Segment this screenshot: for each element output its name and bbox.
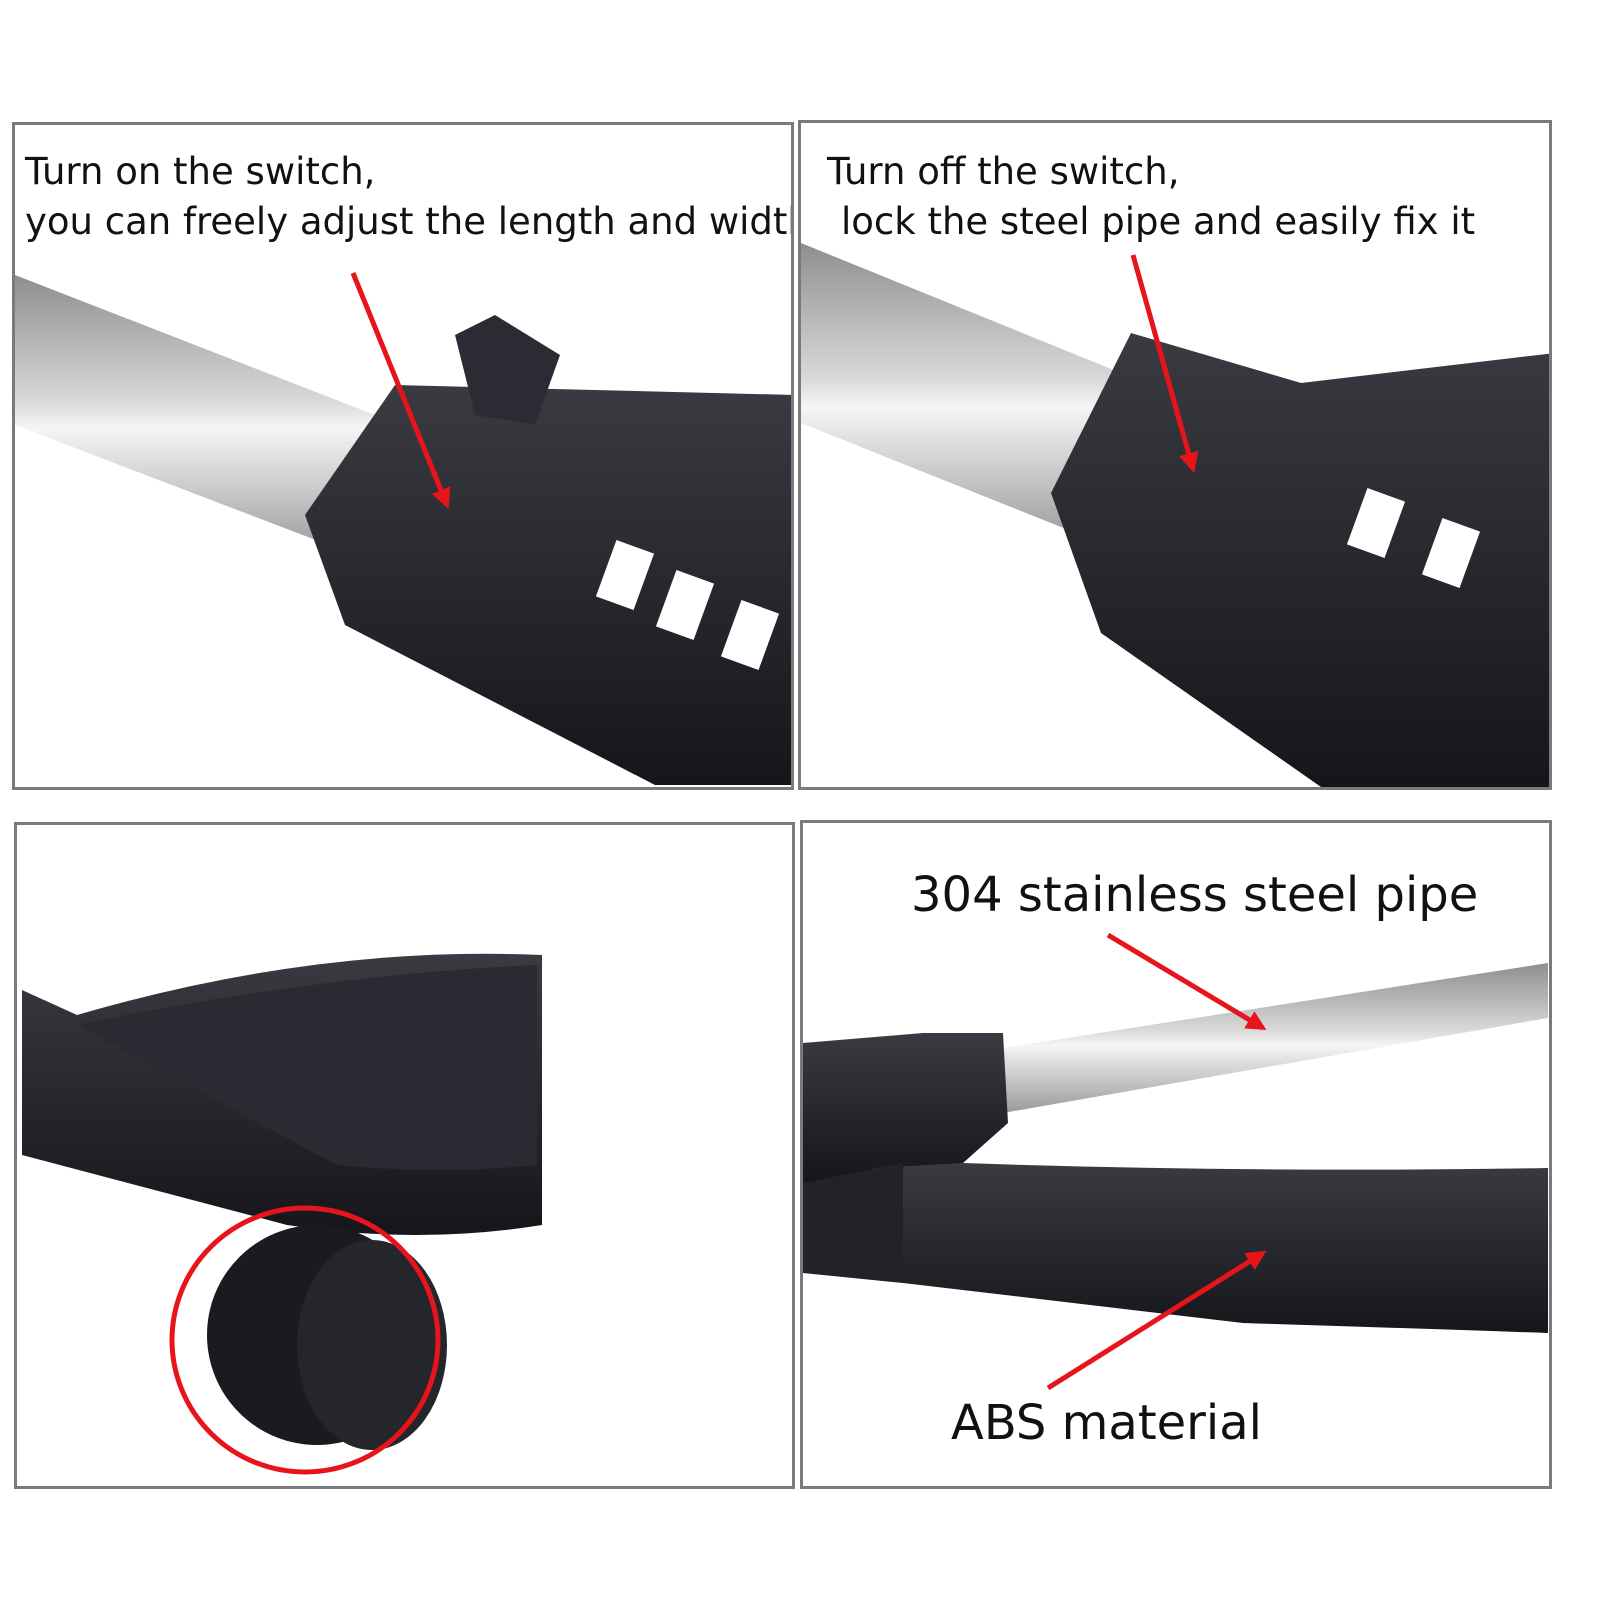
red-arrow-steel	[1106, 932, 1267, 1031]
materials-photo	[803, 932, 1548, 1391]
caption: Turn off the switch, lock the steel pipe…	[827, 147, 1475, 247]
label-abs-material: ABS material	[951, 1395, 1262, 1451]
red-arrow	[350, 272, 451, 509]
red-circle-highlight	[169, 1205, 441, 1475]
panel-caster-wheel	[14, 822, 795, 1489]
red-arrow-abs	[1046, 1250, 1267, 1391]
caption-line-2: lock the steel pipe and easily fix it	[841, 200, 1476, 243]
panel-materials: 304 stainless steel pipe ABS material	[800, 820, 1552, 1489]
red-arrow	[1130, 254, 1199, 473]
caption: Turn on the switch, you can freely adjus…	[25, 147, 794, 247]
caster-wheel-photo	[22, 953, 542, 1475]
caption-line-1: Turn on the switch,	[25, 150, 376, 193]
switch-open-photo	[15, 272, 791, 785]
caption-line-1: Turn off the switch,	[827, 150, 1180, 193]
panel-switch-off: Turn off the switch, lock the steel pipe…	[798, 120, 1552, 790]
switch-closed-photo	[801, 243, 1549, 787]
label-steel-pipe: 304 stainless steel pipe	[911, 867, 1479, 923]
panel-switch-on: Turn on the switch, you can freely adjus…	[12, 122, 794, 790]
caption-line-2: you can freely adjust the length and wid…	[25, 200, 794, 243]
